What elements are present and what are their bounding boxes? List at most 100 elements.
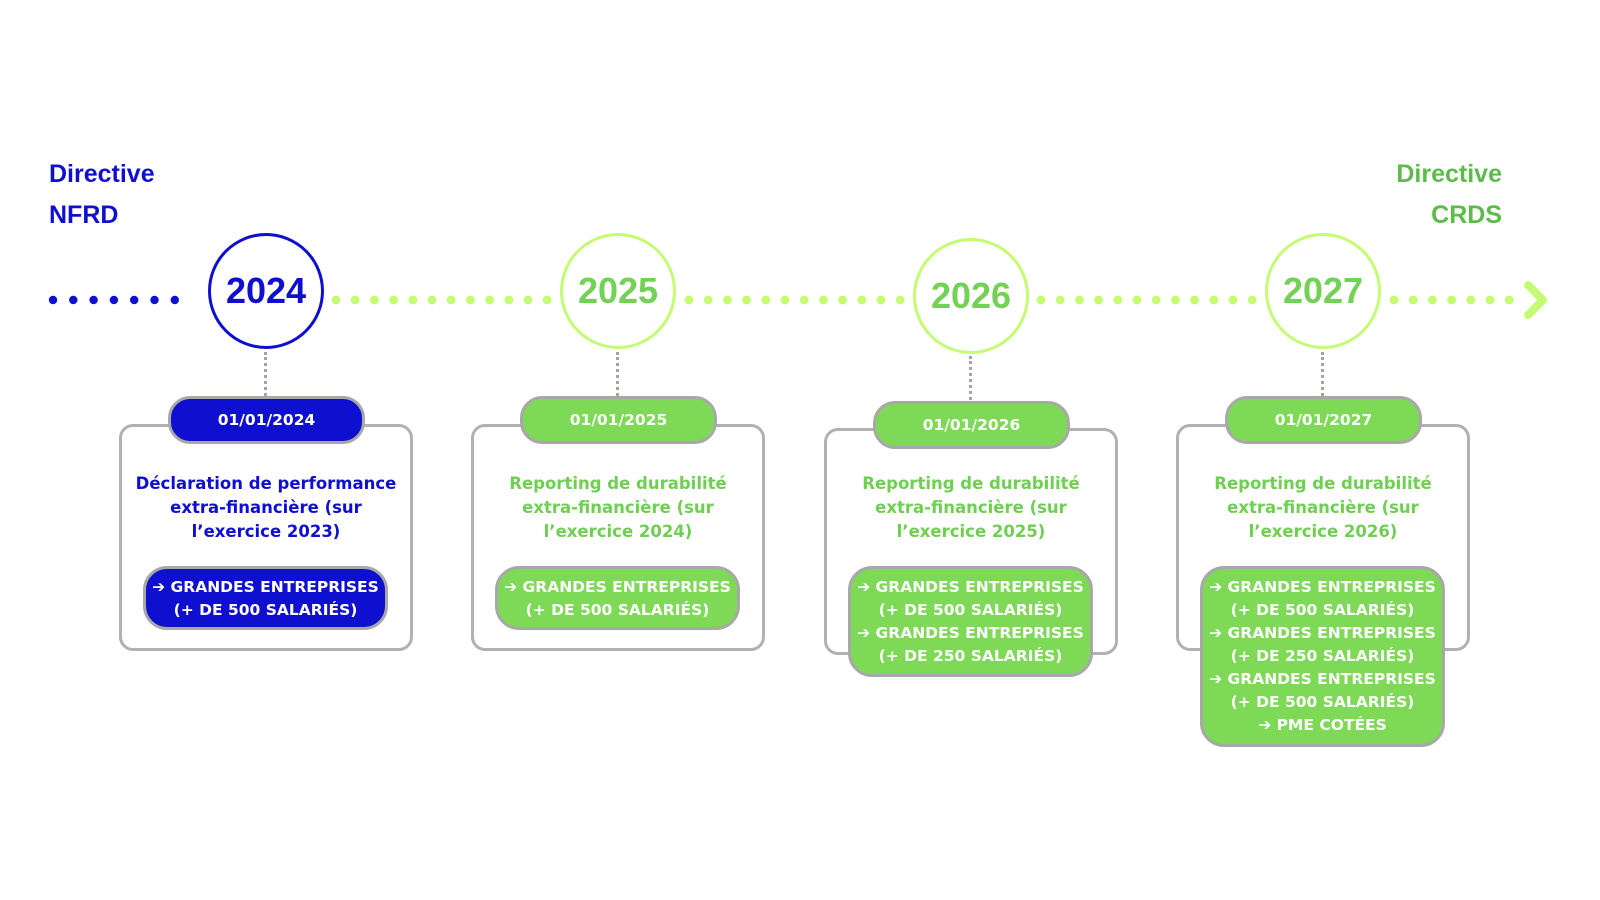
description-line: Reporting de durabilité bbox=[1214, 474, 1432, 493]
scope-line: (+ DE 500 SALARIÉS) bbox=[525, 601, 710, 619]
description-line: Déclaration de performance bbox=[135, 474, 397, 493]
connector-2027 bbox=[1321, 352, 1324, 396]
scope-line: ➔ GRANDES ENTREPRISES bbox=[1209, 670, 1436, 688]
year-label: 2024 bbox=[225, 270, 307, 311]
timeline-dot bbox=[504, 295, 514, 305]
scope-line: ➔ GRANDES ENTREPRISES bbox=[504, 578, 731, 596]
card-description: Reporting de durabilité extra-financière… bbox=[827, 472, 1115, 544]
date-label: 01/01/2027 bbox=[1274, 411, 1373, 429]
scope-line: ➔ GRANDES ENTREPRISES bbox=[1209, 578, 1436, 596]
timeline-dot bbox=[1504, 295, 1514, 305]
timeline-dot bbox=[69, 295, 78, 305]
description-line: extra-financière (sur bbox=[522, 498, 714, 517]
year-circle-2025: 2025 bbox=[560, 233, 676, 349]
date-pill-2026: 01/01/2026 bbox=[873, 401, 1070, 449]
directive-nfrd-label: Directive NFRD bbox=[49, 154, 155, 236]
timeline-dot bbox=[446, 295, 456, 305]
timeline-dot bbox=[1055, 295, 1065, 305]
timeline-dot bbox=[331, 295, 341, 305]
timeline-dot bbox=[1113, 295, 1123, 305]
date-label: 01/01/2025 bbox=[569, 411, 668, 429]
scope-line: ➔ GRANDES ENTREPRISES bbox=[857, 578, 1084, 596]
timeline-dot bbox=[370, 295, 379, 305]
description-line: Reporting de durabilité bbox=[509, 474, 727, 493]
year-label: 2026 bbox=[930, 275, 1012, 316]
directive-crds-line1: Directive bbox=[1396, 160, 1502, 188]
timeline-dot bbox=[703, 295, 713, 305]
timeline-dot bbox=[723, 295, 732, 305]
year-circle-2026: 2026 bbox=[913, 238, 1029, 354]
timeline-dot bbox=[389, 295, 398, 305]
timeline-dot bbox=[170, 295, 179, 305]
timeline-dot bbox=[1190, 295, 1199, 305]
scope-line: (+ DE 250 SALARIÉS) bbox=[878, 647, 1063, 665]
scope-line: (+ DE 500 SALARIÉS) bbox=[173, 601, 358, 619]
timeline-dot bbox=[876, 295, 886, 305]
scope-pill-2027: ➔ GRANDES ENTREPRISES (+ DE 500 SALARIÉS… bbox=[1200, 566, 1445, 747]
card-description: Reporting de durabilité extra-financière… bbox=[474, 472, 762, 544]
date-label: 01/01/2024 bbox=[217, 411, 316, 429]
timeline-dot bbox=[1094, 295, 1103, 305]
timeline-dot bbox=[427, 295, 437, 305]
description-line: extra-financière (sur bbox=[170, 498, 362, 517]
scope-pill-2024: ➔ GRANDES ENTREPRISES (+ DE 500 SALARIÉS… bbox=[143, 566, 388, 630]
year-circle-2027: 2027 bbox=[1265, 233, 1381, 349]
timeline-dot bbox=[1228, 295, 1238, 305]
timeline-dot bbox=[1075, 295, 1084, 305]
date-pill-2024: 01/01/2024 bbox=[168, 396, 365, 444]
timeline-dot bbox=[350, 295, 360, 305]
directive-nfrd-line1: Directive bbox=[49, 160, 155, 188]
description-line: l’exercice 2026) bbox=[1248, 522, 1398, 541]
milestone-card-2027: Reporting de durabilité extra-financière… bbox=[1176, 424, 1470, 651]
scope-pill-2025: ➔ GRANDES ENTREPRISES (+ DE 500 SALARIÉS… bbox=[495, 566, 740, 630]
description-line: l’exercice 2023) bbox=[191, 522, 341, 541]
scope-line: (+ DE 500 SALARIÉS) bbox=[878, 601, 1063, 619]
connector-2024 bbox=[264, 352, 267, 396]
timeline-dot bbox=[1036, 295, 1046, 305]
timeline-dot bbox=[1209, 295, 1219, 305]
timeline-dot bbox=[799, 295, 809, 305]
timeline-dot bbox=[1247, 295, 1257, 305]
timeline-dots-crds bbox=[331, 295, 1514, 305]
timeline-dot bbox=[150, 295, 159, 305]
date-label: 01/01/2026 bbox=[922, 416, 1021, 434]
timeline-dot bbox=[819, 295, 828, 305]
timeline-dots-nfrd bbox=[48, 295, 179, 305]
timeline-dot bbox=[89, 295, 98, 305]
date-pill-2027: 01/01/2027 bbox=[1225, 396, 1422, 444]
scope-line: ➔ GRANDES ENTREPRISES bbox=[857, 624, 1084, 642]
directive-crds-line2: CRDS bbox=[1431, 201, 1502, 229]
timeline-dot bbox=[1428, 295, 1437, 305]
timeline-dot bbox=[48, 295, 58, 305]
timeline-dot bbox=[857, 295, 867, 305]
scope-pill-2026: ➔ GRANDES ENTREPRISES (+ DE 500 SALARIÉS… bbox=[848, 566, 1093, 677]
timeline-dot bbox=[1389, 295, 1399, 305]
card-description: Reporting de durabilité extra-financière… bbox=[1179, 472, 1467, 544]
timeline-dot bbox=[1485, 295, 1495, 305]
timeline-dot bbox=[1447, 295, 1456, 305]
connector-2025 bbox=[616, 352, 619, 396]
timeline-dot bbox=[1466, 295, 1476, 305]
chevron-right-icon bbox=[1524, 281, 1547, 319]
timeline-dot bbox=[109, 295, 119, 305]
timeline-dot bbox=[408, 295, 418, 305]
directive-crds-label: Directive CRDS bbox=[1396, 154, 1502, 236]
scope-line: ➔ GRANDES ENTREPRISES bbox=[1209, 624, 1436, 642]
description-line: extra-financière (sur bbox=[875, 498, 1067, 517]
card-description: Déclaration de performance extra-financi… bbox=[122, 472, 410, 544]
description-line: Reporting de durabilité bbox=[862, 474, 1080, 493]
timeline-dot bbox=[761, 295, 771, 305]
connector-2026 bbox=[969, 356, 972, 400]
timeline-dot bbox=[1171, 295, 1180, 305]
timeline-dot bbox=[1408, 295, 1418, 305]
directive-nfrd-line2: NFRD bbox=[49, 201, 119, 229]
year-circle-2024: 2024 bbox=[208, 233, 324, 349]
timeline-dot bbox=[895, 295, 905, 305]
scope-line: (+ DE 500 SALARIÉS) bbox=[1230, 601, 1415, 619]
timeline-dot bbox=[780, 295, 790, 305]
timeline-dot bbox=[1132, 295, 1142, 305]
timeline-dot bbox=[684, 295, 694, 305]
timeline-dot bbox=[838, 295, 847, 305]
timeline-dot bbox=[742, 295, 751, 305]
